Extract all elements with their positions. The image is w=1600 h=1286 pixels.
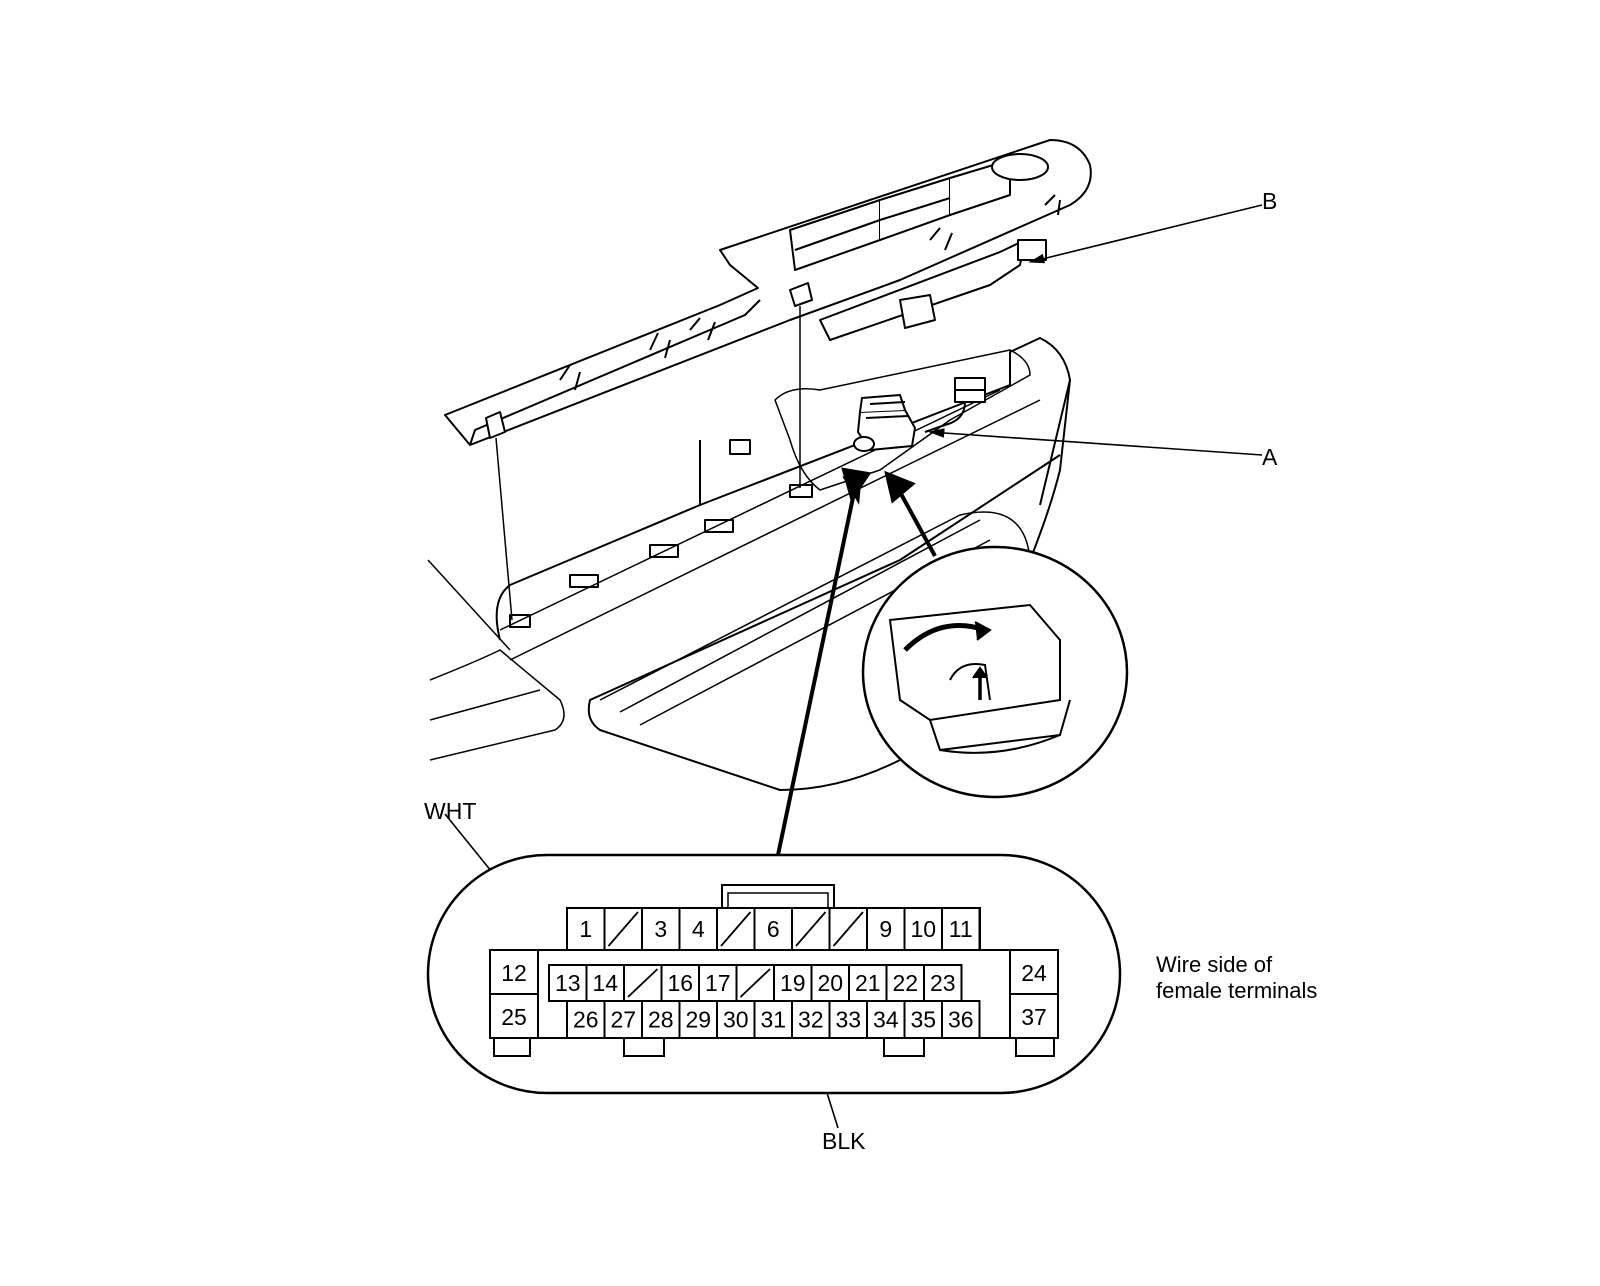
connector-middle-row: 13 14 16 17 19 20 21 22 23	[548, 964, 963, 1002]
terminal-16: 16	[667, 970, 693, 996]
terminal-cell	[828, 1000, 868, 1039]
terminal-32: 32	[798, 1007, 824, 1033]
terminal-cell	[566, 1000, 606, 1039]
terminal-cell	[753, 1000, 793, 1039]
terminal-cell	[585, 964, 625, 1002]
terminal-30: 30	[723, 1007, 749, 1033]
label-blk: BLK	[822, 1128, 866, 1154]
unused-terminal-slash	[795, 911, 827, 947]
terminal-4: 4	[692, 916, 705, 942]
terminal-cell	[641, 1000, 681, 1039]
unused-terminal-slash	[739, 968, 771, 998]
terminal-cell	[848, 964, 888, 1002]
connector-release-detail	[861, 545, 1129, 799]
terminal-6: 6	[767, 916, 780, 942]
terminal-cell	[866, 907, 906, 951]
alignment-lines	[495, 306, 801, 621]
wire-side-note-line2: female terminals	[1156, 978, 1318, 1004]
wire-side-note: Wire side of female terminals	[1156, 952, 1317, 1005]
terminal-9: 9	[879, 916, 892, 942]
switch-panel-b-illustration	[444, 139, 1092, 446]
terminal-31: 31	[760, 1007, 786, 1033]
terminal-cell	[641, 907, 681, 951]
terminal-cell	[753, 907, 793, 951]
terminal-34: 34	[873, 1007, 899, 1033]
wire-side-note-line1: Wire side of	[1156, 952, 1273, 977]
terminal-26: 26	[573, 1007, 599, 1033]
terminal-35: 35	[910, 1007, 936, 1033]
terminal-13: 13	[555, 970, 581, 996]
terminal-28: 28	[648, 1007, 674, 1033]
terminal-10: 10	[910, 916, 936, 942]
terminal-23: 23	[930, 970, 956, 996]
heavy-arrows	[776, 467, 937, 856]
terminal-cell	[923, 964, 963, 1002]
terminal-36: 36	[948, 1007, 974, 1033]
terminal-33: 33	[835, 1007, 861, 1033]
terminal-19: 19	[780, 970, 806, 996]
terminal-cell	[941, 907, 981, 951]
terminal-14: 14	[592, 970, 618, 996]
terminal-11: 11	[949, 916, 973, 942]
unused-terminal-slash	[627, 968, 659, 998]
door-panel-illustration	[427, 337, 1071, 791]
terminal-24: 24	[1021, 960, 1047, 986]
terminal-3: 3	[654, 916, 667, 942]
terminal-1: 1	[579, 916, 592, 942]
terminal-22: 22	[892, 970, 918, 996]
terminal-21: 21	[855, 970, 881, 996]
label-a: A	[1262, 444, 1278, 470]
terminal-cell	[566, 907, 606, 951]
terminal-37: 37	[1021, 1004, 1047, 1030]
connector-bottom-row: 26 27 28 29 30 31 32 33 34 35 36	[566, 1000, 981, 1039]
label-b: B	[1262, 188, 1278, 214]
label-wht: WHT	[424, 798, 477, 824]
unused-terminal-slash	[720, 911, 752, 947]
terminal-17: 17	[705, 970, 731, 996]
terminal-29: 29	[685, 1007, 711, 1033]
terminal-25: 25	[501, 1004, 527, 1030]
terminal-27: 27	[610, 1007, 636, 1033]
terminal-cell	[548, 964, 588, 1002]
terminal-20: 20	[817, 970, 843, 996]
terminal-cell	[903, 1000, 943, 1039]
terminal-12: 12	[501, 960, 527, 986]
terminal-cell	[941, 1000, 981, 1039]
unused-terminal-slash	[832, 911, 864, 947]
unused-terminal-slash	[607, 911, 639, 947]
